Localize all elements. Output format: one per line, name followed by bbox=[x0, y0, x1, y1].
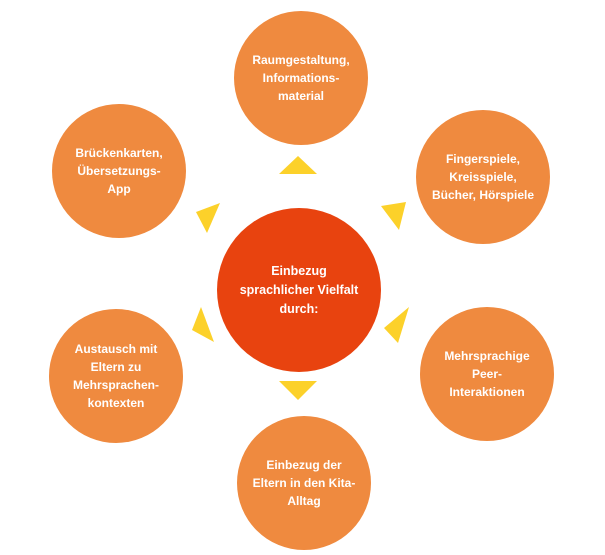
node-room-design-label: Raumgestaltung, Informations- material bbox=[252, 53, 350, 103]
arrow-left-upper-icon bbox=[196, 203, 220, 233]
node-finger-games: Fingerspiele, Kreisspiele, Bücher, Hörsp… bbox=[416, 110, 550, 244]
center-node-label: Einbezug sprachlicher Vielfalt durch: bbox=[239, 263, 359, 316]
arrow-left-lower-icon bbox=[192, 307, 214, 342]
node-peer-interaction-label: Mehrsprachige Peer- Interaktionen bbox=[444, 349, 530, 399]
node-parent-exchange-label: Austausch mit Eltern zu Mehrsprachen- ko… bbox=[72, 342, 160, 410]
node-bridge-cards-label: Brückenkarten, Übersetzungs- App bbox=[75, 146, 163, 196]
node-bridge-cards: Brückenkarten, Übersetzungs- App bbox=[52, 104, 186, 238]
node-parent-exchange: Austausch mit Eltern zu Mehrsprachen- ko… bbox=[49, 309, 183, 443]
node-room-design: Raumgestaltung, Informations- material bbox=[234, 11, 368, 145]
node-finger-games-label: Fingerspiele, Kreisspiele, Bücher, Hörsp… bbox=[431, 152, 535, 202]
arrow-top-icon bbox=[279, 156, 317, 174]
arrow-bottom-icon bbox=[279, 381, 317, 400]
node-peer-interaction: Mehrsprachige Peer- Interaktionen bbox=[420, 307, 554, 441]
arrow-right-upper-icon bbox=[381, 202, 406, 230]
center-node: Einbezug sprachlicher Vielfalt durch: bbox=[217, 208, 381, 372]
node-parents-daily-life-label: Einbezug der Eltern in den Kita- Alltag bbox=[252, 458, 356, 508]
node-parents-daily-life: Einbezug der Eltern in den Kita- Alltag bbox=[237, 416, 371, 550]
arrow-right-lower-icon bbox=[384, 307, 409, 343]
